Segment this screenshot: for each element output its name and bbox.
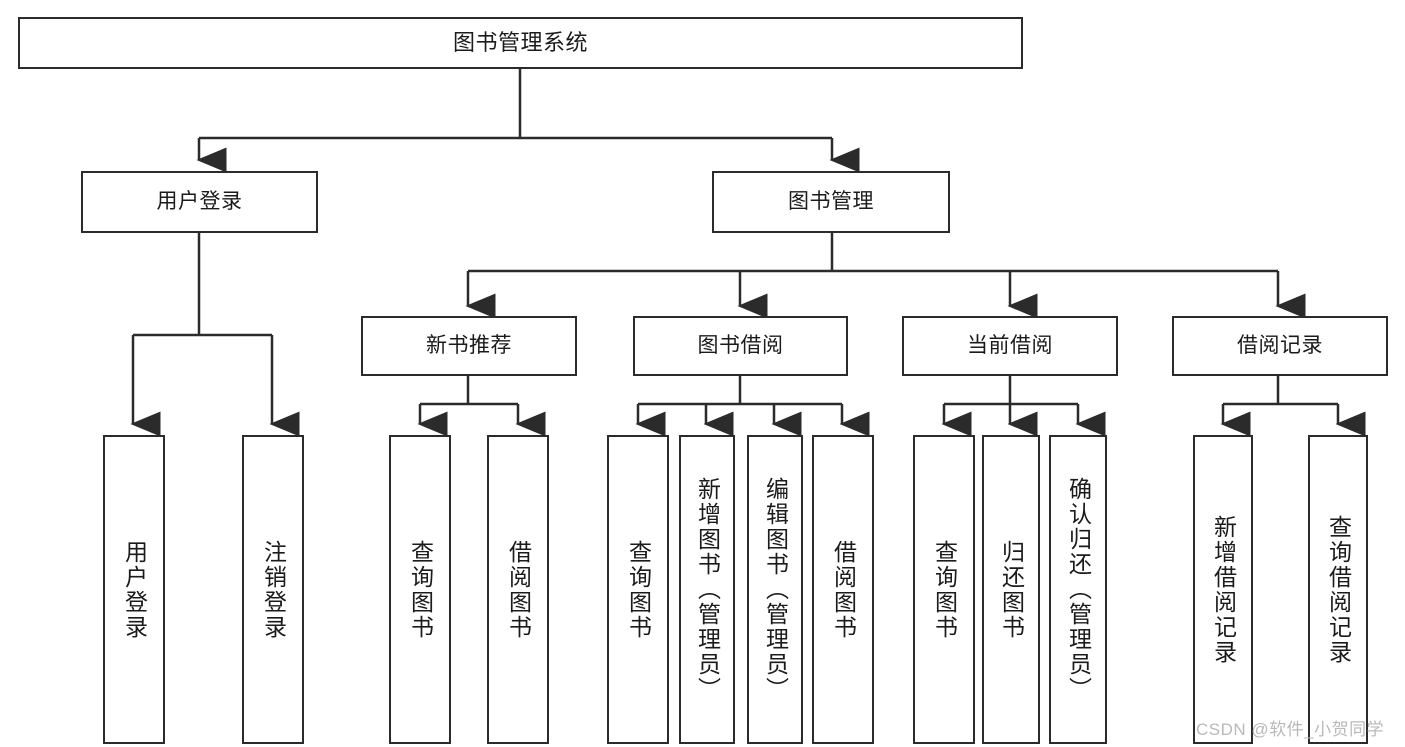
node-label: 确认归还（管理员） (1065, 477, 1092, 702)
leaf-return-book[interactable]: 归还图书 (982, 435, 1040, 744)
leaf-logout[interactable]: 注销登录 (242, 435, 304, 744)
node-label: 用户登录 (121, 539, 148, 640)
node-book-borrowing[interactable]: 图书借阅 (633, 316, 848, 376)
node-label: 借阅图书 (505, 539, 532, 640)
node-user-login[interactable]: 用户登录 (81, 171, 318, 233)
csdn-watermark: CSDN @软件_小贺同学 (1196, 720, 1385, 739)
node-label: 归还图书 (998, 539, 1025, 640)
node-label: 图书管理 (788, 190, 874, 214)
node-label: 图书管理系统 (452, 29, 588, 55)
leaf-query-book-current[interactable]: 查询图书 (913, 435, 975, 744)
leaf-add-book-admin[interactable]: 新增图书（管理员） (679, 435, 735, 744)
node-label: 当前借阅 (967, 334, 1053, 358)
node-label: 查询借阅记录 (1325, 514, 1352, 665)
leaf-query-borrow-record[interactable]: 查询借阅记录 (1308, 435, 1368, 744)
leaf-query-book-recommend[interactable]: 查询图书 (389, 435, 451, 744)
node-label: 用户登录 (156, 190, 243, 214)
node-label: 查询图书 (931, 539, 958, 640)
leaf-borrow-book-recommend[interactable]: 借阅图书 (487, 435, 549, 744)
node-new-book-recommendation[interactable]: 新书推荐 (361, 316, 577, 376)
node-label: 新书推荐 (426, 334, 512, 358)
node-current-borrowing[interactable]: 当前借阅 (902, 316, 1118, 376)
node-label: 编辑图书（管理员） (762, 477, 789, 702)
leaf-user-login[interactable]: 用户登录 (103, 435, 165, 744)
leaf-confirm-return-admin[interactable]: 确认归还（管理员） (1049, 435, 1107, 744)
node-label: 查询图书 (407, 539, 434, 640)
node-root-book-management-system[interactable]: 图书管理系统 (18, 17, 1023, 69)
node-label: 新增借阅记录 (1210, 514, 1237, 665)
node-book-management[interactable]: 图书管理 (712, 171, 950, 233)
leaf-borrow-book[interactable]: 借阅图书 (812, 435, 874, 744)
node-label: 图书借阅 (697, 334, 784, 358)
leaf-edit-book-admin[interactable]: 编辑图书（管理员） (747, 435, 803, 744)
node-label: 借阅记录 (1237, 334, 1323, 358)
leaf-query-book-borrow[interactable]: 查询图书 (607, 435, 669, 744)
leaf-add-borrow-record[interactable]: 新增借阅记录 (1193, 435, 1253, 744)
node-label: 新增图书（管理员） (694, 477, 721, 702)
node-label: 注销登录 (260, 539, 287, 640)
node-label: 借阅图书 (830, 539, 857, 640)
node-borrowing-records[interactable]: 借阅记录 (1172, 316, 1388, 376)
node-label: 查询图书 (625, 539, 652, 640)
